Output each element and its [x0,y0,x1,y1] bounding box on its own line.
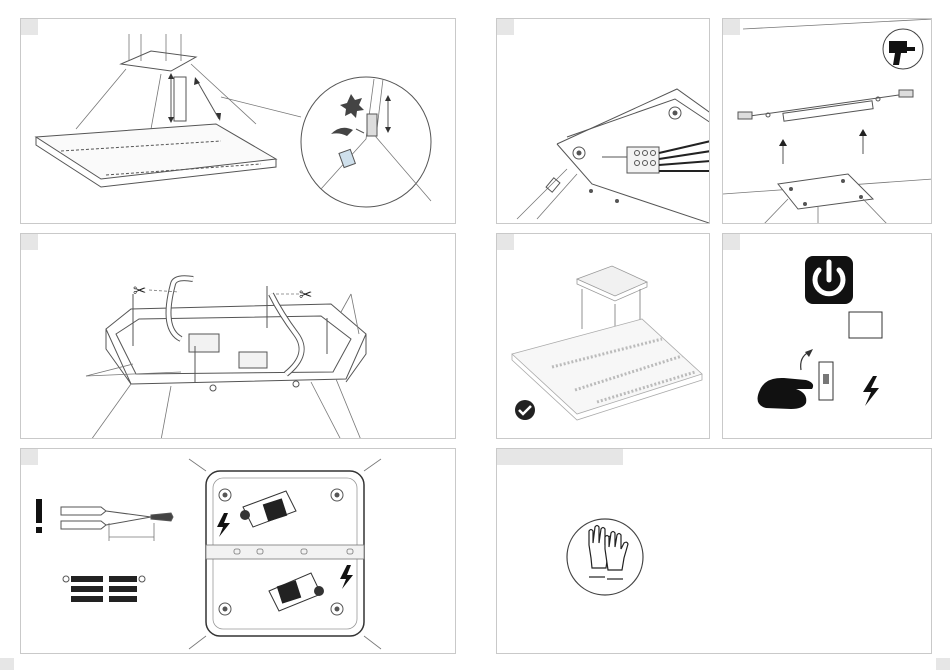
panel-suspension-height [20,18,456,224]
terminal-illustration [497,19,710,224]
panel-cut-cables: ✂ ✂ [20,233,456,439]
gloves-illustration [497,449,932,654]
panel-terminal-connection [496,18,710,224]
page-corner-left [0,658,14,670]
lightning-icon [863,376,879,406]
mounting-illustration [723,19,932,224]
panel-drill-mount [722,18,932,224]
panel-power-on [722,233,932,439]
svg-text:✂: ✂ [133,281,146,300]
scissors-icon: ✂ [133,281,146,300]
panel-wire-connection [20,448,456,654]
power-illustration [723,234,932,439]
wiring-illustration [21,449,456,654]
check-icon [515,400,535,420]
drill-icon [883,29,923,69]
suspension-illustration [21,19,456,224]
panel-assembled-ok [496,233,710,439]
scissors-icon: ✂ [299,285,312,304]
cables-illustration: ✂ ✂ [21,234,456,439]
gloves-icon [567,519,643,595]
power-icon [805,256,853,304]
panel-gloves [496,448,932,654]
page-corner-right [936,658,950,670]
exclamation-icon [36,499,42,533]
assembled-illustration [497,234,710,439]
svg-text:✂: ✂ [299,285,312,304]
